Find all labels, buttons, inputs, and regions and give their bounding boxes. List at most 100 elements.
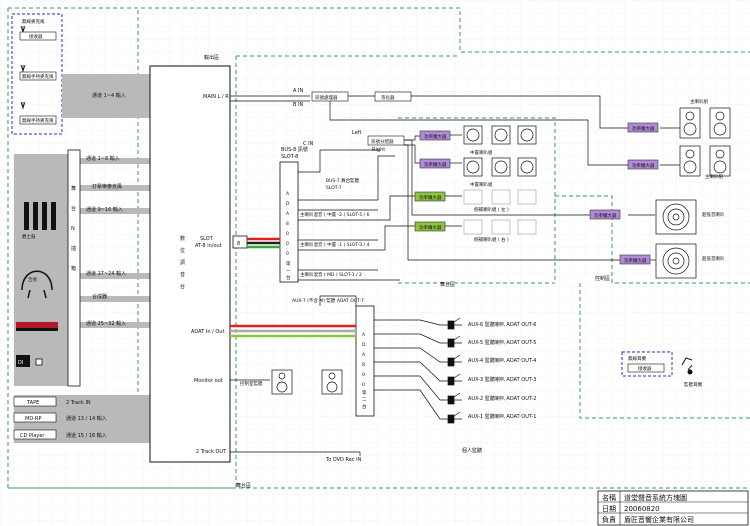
title-owner-label: 負責 <box>602 515 616 524</box>
amp-mid-left: 功率擴大器 <box>419 158 451 169</box>
cd-line-label: 通道 15 / 16 輸入 <box>66 432 107 439</box>
cd-box <box>13 429 57 440</box>
wireless-receiver-box <box>19 31 57 41</box>
svg-text:0: 0 <box>362 382 365 388</box>
processing-left: Left <box>352 130 361 136</box>
aux-2-label: AUX-2 監聽喇叭 ADAT OUT-2 <box>468 395 536 402</box>
mixer-port-adat: ADAT In / Out <box>191 329 224 335</box>
ada-upper-out-1: 主喇叭混音 ( 中置 -2 ) SLOT-5 / 6 <box>300 211 370 218</box>
tape-box <box>13 396 57 407</box>
svg-text:N: N <box>71 226 75 232</box>
wireless-handheld-2-box <box>19 115 57 125</box>
speaker-top-right-label: 主喇叭組 <box>705 173 723 180</box>
stage-box-label: 舞 <box>71 185 76 192</box>
mixer-port-slot: SLOT <box>200 236 214 242</box>
headphone-icon <box>681 357 693 375</box>
speaker-green-2-label: 側補喇叭組 ( 右 ) <box>474 236 509 243</box>
wireless-handheld-1-label: 無線手持麥克風 <box>22 73 54 80</box>
tape-label: TAPE <box>26 400 39 406</box>
ada-upper-bus-label: BUS-8 訊號 <box>281 146 308 153</box>
mixer-port-monitor: Monitor out <box>194 378 223 384</box>
monitor-output-icon <box>447 392 462 405</box>
antenna-icon <box>20 101 26 110</box>
md-box <box>13 412 57 423</box>
svg-text:A: A <box>362 332 366 338</box>
input-label-mic-1-4: 通道 1~4 輸入 <box>92 92 126 99</box>
svg-text:8: 8 <box>237 241 240 247</box>
monitor-near-label: 控制室監聽 <box>240 380 263 387</box>
guitar-label: 吉他 <box>28 276 37 283</box>
svg-text:箱: 箱 <box>71 265 76 272</box>
speaker-icon <box>463 125 537 145</box>
svg-text:調: 調 <box>180 259 185 266</box>
input-label-keys: 合成器 <box>92 293 107 300</box>
sub-2-label: 超低音喇叭 <box>702 255 725 262</box>
mixer-port-main: MAIN L / R <box>203 94 229 100</box>
ada-upper-c-in: C IN <box>303 141 314 147</box>
svg-text:插: 插 <box>71 245 76 252</box>
amp-speaker-wires <box>445 134 462 227</box>
splitter-label: 訊號分配器 <box>371 138 394 145</box>
wireless-handheld-1-box <box>19 71 57 81</box>
speaker-icon <box>679 145 731 177</box>
wireless-iem-title: 無線耳機 <box>628 355 646 362</box>
svg-text:8: 8 <box>362 362 365 368</box>
ada-upper-out-2: 主喇叭混音 ( 中置 -1 ) SLOT-3 / 4 <box>300 241 370 248</box>
speaker-icon <box>679 107 731 139</box>
stage-box <box>67 149 81 387</box>
processing-b-in: B IN <box>293 102 303 108</box>
input-label-ch-17-24: 通道 17~24 輸入 <box>86 270 126 277</box>
amp-main-right-1: 功率擴大器 <box>627 122 659 133</box>
speaker-icon <box>463 157 537 177</box>
di-box-icon: DI <box>16 355 43 367</box>
ada-lower-name: ADA 800 第二台 <box>362 332 367 410</box>
svg-text:DI: DI <box>18 360 23 366</box>
speaker-mid-2-label: 中置喇叭組 <box>470 181 493 188</box>
adat-cable <box>230 324 356 338</box>
aux-4-label: AUX-4 監聽喇叭 ADAT OUT-4 <box>468 357 536 364</box>
svg-text:0: 0 <box>286 241 289 247</box>
to-dvd-label: To DVD Rec IN <box>325 457 362 463</box>
wireless-title: 無線麥克風 <box>22 18 45 25</box>
svg-text:功率擴大器: 功率擴大器 <box>424 133 447 140</box>
svg-text:音: 音 <box>180 271 185 278</box>
wireless-receiver-label: 接收器 <box>29 33 43 40</box>
aux-outputs: AUX-6 監聽喇叭 ADAT OUT-6 AUX-5 監聽喇叭 ADAT OU… <box>447 317 536 424</box>
amp-sub-2: 功率擴大器 <box>619 254 651 265</box>
ada-upper-wires <box>230 95 415 281</box>
md-label: MD-RP <box>25 416 41 422</box>
mixer-port-two-track: 2 Track OUT <box>196 449 227 455</box>
eq-label: 等化器 <box>381 94 395 101</box>
input-label-ch-1-8: 通道 1~8 輸入 <box>86 155 120 162</box>
monitor-output-icon <box>447 317 462 330</box>
ada-upper-bus7: BUS-7 舞台監聽 <box>326 177 360 184</box>
monitor-output-icon <box>447 335 462 348</box>
title-date-value: 20060820 <box>624 505 660 513</box>
signal-bands <box>14 74 150 443</box>
amp-main-right-2: 功率擴大器 <box>627 159 659 170</box>
subwoofer-icon <box>655 199 697 235</box>
aux-3-label: AUX-3 監聽喇叭 ADAT OUT-3 <box>468 376 536 383</box>
keyboard-icon <box>16 322 58 331</box>
speaker-icon <box>463 189 537 205</box>
mixer-port-slot-sub: AT-8 in/out <box>195 243 222 249</box>
zone-control-label: 控制區 <box>595 275 610 282</box>
crossover-label: 訊號處理器 <box>315 94 338 101</box>
zone-stage-label: 舞台區 <box>236 482 251 489</box>
processing-right: Right <box>372 147 385 153</box>
speaker-icon <box>271 369 343 395</box>
title-date-label: 日期 <box>602 505 616 513</box>
ada-upper-out-3: 主喇叭混音 ( MD ) SLOT-1 / 2 <box>300 271 362 278</box>
wireless-iem-receiver <box>627 363 665 373</box>
svg-text:第: 第 <box>286 260 291 267</box>
svg-text:第: 第 <box>362 389 367 396</box>
svg-text:A: A <box>286 211 290 217</box>
svg-text:功率擴大器: 功率擴大器 <box>632 125 655 132</box>
eq-box <box>374 91 412 102</box>
mixer-center-label: 數位 調音台 <box>180 235 185 290</box>
wireless-iem-box <box>621 351 673 377</box>
svg-text:功率擴大器: 功率擴大器 <box>632 162 655 169</box>
mixer-box <box>149 65 231 463</box>
title-name-label: 名稱 <box>602 493 616 502</box>
